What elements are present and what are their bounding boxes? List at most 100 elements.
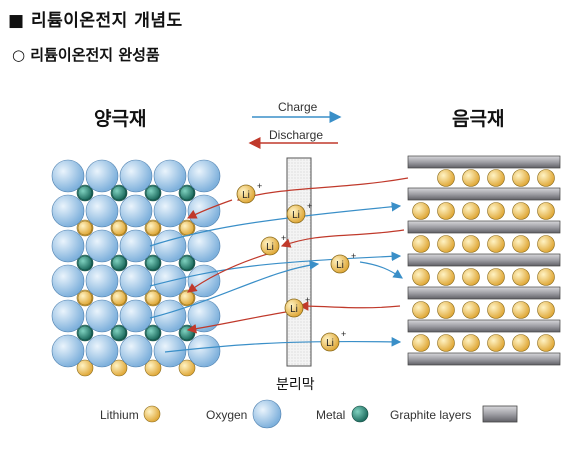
lithium-atom <box>487 235 505 253</box>
oxygen-atom <box>153 194 187 228</box>
charge-flow-arrow <box>149 202 402 247</box>
legend-lithium-icon <box>143 405 161 423</box>
graphite-layer <box>407 286 561 300</box>
lithium-atom <box>462 301 480 319</box>
anode-label: 음극재 <box>452 108 505 130</box>
lithium-atom <box>145 220 161 236</box>
graphite-layer <box>407 187 561 201</box>
oxygen-atom <box>153 299 187 333</box>
lithium-atom <box>537 334 555 352</box>
lithium-ion <box>320 332 340 352</box>
lithium-atom <box>437 334 455 352</box>
metal-atom <box>77 325 93 341</box>
metal-atom <box>179 325 195 341</box>
lithium-atom <box>537 202 555 220</box>
metal-atom <box>111 325 127 341</box>
ion-symbol: Li <box>266 242 274 253</box>
oxygen-atom <box>153 159 187 193</box>
lithium-atom <box>144 359 162 377</box>
lithium-atom <box>437 235 455 253</box>
graphite-layer <box>407 253 561 267</box>
legend-graphite-icon <box>482 405 518 423</box>
charge-flow-arrow <box>149 251 402 287</box>
lithium-atom <box>487 169 505 187</box>
lithium-atom <box>412 268 430 286</box>
lithium-ion <box>286 204 306 224</box>
graphite-layer <box>407 220 561 234</box>
oxygen-atom <box>51 299 85 333</box>
oxygen-atom <box>85 299 119 333</box>
lithium-ion <box>284 298 304 318</box>
lithium-atom <box>179 220 195 236</box>
lithium-atom <box>77 220 93 236</box>
cathode-label: 양극재 <box>94 108 147 130</box>
oxygen-atom <box>85 159 119 193</box>
metal-atom <box>77 255 93 271</box>
lithium-atom <box>111 220 127 236</box>
lithium-atom <box>437 268 455 286</box>
lithium-atom <box>537 268 555 286</box>
lithium-atom <box>412 235 430 253</box>
oxygen-atom <box>119 194 153 228</box>
oxygen-atom <box>85 229 119 263</box>
lithium-atom <box>110 359 128 377</box>
charge-flow-arrow <box>359 261 403 279</box>
lithium-atom <box>512 301 530 319</box>
page-heading: ■ 리튬이온전지 개념도 <box>8 11 183 31</box>
ion-symbol: Li <box>242 190 250 201</box>
ion-charge-symbol: + <box>305 295 310 305</box>
ion-symbol: Li <box>292 210 300 221</box>
discharge-flow-arrow <box>186 311 287 334</box>
lithium-atom <box>512 334 530 352</box>
oxygen-atom <box>51 229 85 263</box>
lithium-atom <box>537 301 555 319</box>
lithium-atom <box>512 235 530 253</box>
lithium-atom <box>179 290 195 306</box>
ion-charge-symbol: + <box>281 233 286 243</box>
lithium-atom <box>462 268 480 286</box>
discharge-flow-arrow <box>187 251 275 293</box>
lithium-atom <box>412 202 430 220</box>
metal-atom <box>179 255 195 271</box>
discharge-label: Discharge <box>269 128 324 142</box>
ion-symbol: Li <box>326 338 334 349</box>
lithium-atom <box>487 202 505 220</box>
charge-flow-arrow <box>149 260 320 319</box>
ion-symbol: Li <box>290 304 298 315</box>
metal-atom <box>145 185 161 201</box>
metal-atom <box>179 185 195 201</box>
lithium-atom <box>512 202 530 220</box>
ion-charge-symbol: + <box>307 201 312 211</box>
oxygen-atom <box>119 229 153 263</box>
lithium-atom <box>437 202 455 220</box>
legend-lithium-label: Lithium <box>100 408 139 422</box>
ion-charge-symbol: + <box>257 181 262 191</box>
ion-symbol: Li <box>336 260 344 271</box>
oxygen-atom <box>51 159 85 193</box>
metal-atom <box>145 255 161 271</box>
lithium-atom <box>462 235 480 253</box>
metal-atom <box>111 185 127 201</box>
oxygen-atom <box>119 159 153 193</box>
lithium-atom <box>412 301 430 319</box>
lithium-atom <box>77 290 93 306</box>
discharge-flow-arrow <box>186 199 233 219</box>
separator-label: 분리막 <box>276 377 315 393</box>
lithium-atom <box>145 290 161 306</box>
discharge-flow-arrow <box>236 177 409 202</box>
lithium-ion <box>330 254 350 274</box>
lithium-atom <box>512 169 530 187</box>
lithium-atom <box>111 290 127 306</box>
charge-flow-arrow <box>164 337 402 353</box>
graphite-layer <box>407 319 561 333</box>
oxygen-atom <box>119 264 153 298</box>
discharge-flow-arrow <box>298 301 401 311</box>
legend-graphite-label: Graphite layers <box>390 408 472 422</box>
metal-atom <box>77 185 93 201</box>
oxygen-atom <box>119 299 153 333</box>
lithium-atom <box>437 169 455 187</box>
graphite-layer <box>407 155 561 169</box>
lithium-atom <box>178 359 196 377</box>
oxygen-atom <box>187 229 221 263</box>
